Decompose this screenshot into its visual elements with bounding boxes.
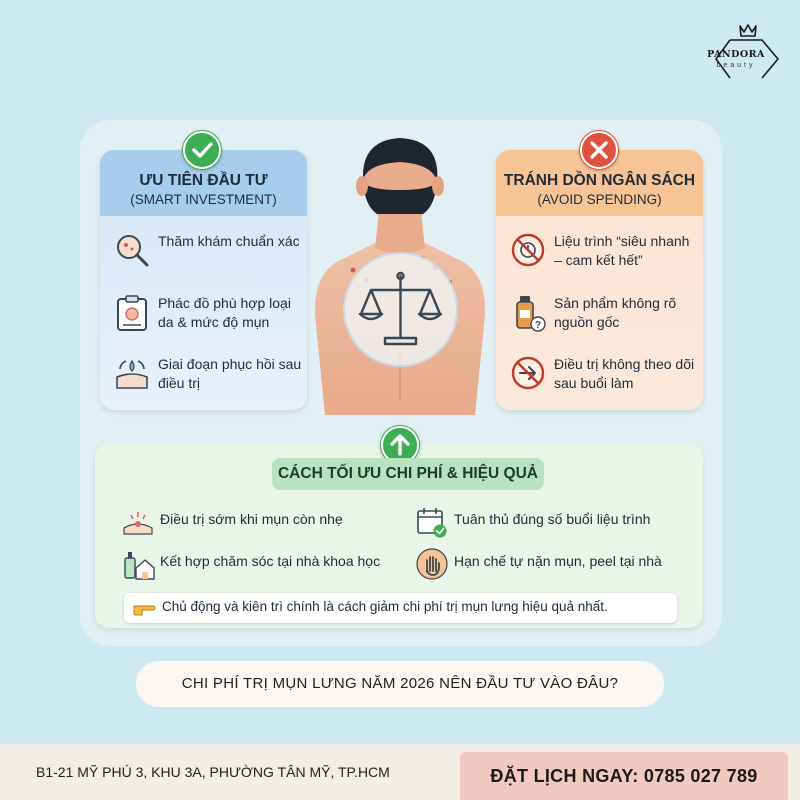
item-text: Hạn chế tự nặn mụn, peel tại nhà	[454, 553, 662, 569]
list-item: Điều trị không theo dõi sau buổi làm	[510, 355, 695, 405]
brand-logo: PANDORA beauty	[700, 22, 784, 80]
list-item: ? Sản phẩm không rõ nguồn gốc	[510, 294, 695, 344]
list-item: Thăm khám chuẩn xác	[114, 232, 300, 282]
item-text: Giai đoạn phục hồi sau điều trị	[158, 356, 302, 391]
early-acne-icon	[123, 512, 153, 535]
list-item: Giai đoạn phục hồi sau điều trị	[114, 355, 301, 405]
book-now-button[interactable]: ĐẶT LỊCH NGAY: 0785 027 789	[460, 752, 788, 800]
home-care-icon	[124, 552, 155, 580]
panel-title: ƯU TIÊN ĐẦU TƯ	[139, 172, 268, 189]
avoid-spending-panel: TRÁNH DỒN NGÂN SÁCH (AVOID SPENDING) Liệ…	[496, 150, 703, 410]
item-text: Sản phẩm không rõ nguồn gốc	[554, 295, 677, 330]
checkmark-icon	[183, 131, 221, 169]
address-text: B1-21 MỸ PHÚ 3, KHU 3A, PHƯỜNG TÂN MỸ, T…	[36, 764, 390, 780]
tip-text: Chủ động và kiên trì chính là cách giảm …	[162, 599, 608, 614]
item-text: Kết hợp chăm sóc tại nhà khoa học	[160, 553, 381, 569]
magnifier-skin-icon	[117, 235, 149, 267]
crown-diamond-icon	[715, 24, 780, 79]
item-text: Liệu trình “siêu nhanh – cam kết hết”	[554, 233, 690, 268]
no-fast-clock-icon	[511, 233, 545, 267]
cross-badge	[579, 130, 619, 170]
list-item: Điều trị sớm khi mụn còn nhẹ	[122, 506, 402, 536]
brand-tagline: beauty	[716, 62, 756, 69]
balance-scale-icon	[358, 271, 443, 346]
list-item: Tuân thủ đúng số buổi liệu trình	[416, 506, 696, 538]
item-text: Tuân thủ đúng số buổi liệu trình	[454, 511, 651, 527]
smart-investment-panel: ƯU TIÊN ĐẦU TƯ (SMART INVESTMENT) Thăm k…	[100, 150, 307, 410]
calendar-check-icon	[417, 508, 447, 538]
skin-recovery-icon	[116, 359, 148, 389]
list-item: Hạn chế tự nặn mụn, peel tại nhà	[416, 548, 706, 580]
list-item: Kết hợp chăm sóc tại nhà khoa học	[122, 548, 412, 580]
optimize-title: CÁCH TỐI ƯU CHI PHÍ & HIỆU QUẢ	[272, 458, 544, 490]
pointing-hand-icon	[133, 605, 156, 616]
page-title: CHI PHÍ TRỊ MỤN LƯNG NĂM 2026 NÊN ĐẦU TƯ…	[136, 661, 664, 707]
arrow-up-icon	[381, 426, 419, 464]
scale-circle	[343, 252, 458, 367]
panel-subtitle: (AVOID SPENDING)	[537, 192, 662, 207]
cross-icon	[580, 131, 618, 169]
item-text: Điều trị không theo dõi sau buổi làm	[554, 356, 695, 391]
tip-box: Chủ động và kiên trì chính là cách giảm …	[124, 593, 677, 623]
check-badge	[182, 130, 222, 170]
brand-name: PANDORA	[707, 49, 765, 60]
list-item: Phác đồ phù hợp loại da & mức độ mụn	[114, 294, 299, 344]
item-text: Thăm khám chuẩn xác	[158, 233, 300, 249]
svg-text:?: ?	[535, 320, 541, 331]
stop-hand-icon	[416, 548, 448, 580]
unknown-bottle-icon: ?	[516, 296, 546, 332]
item-text: Phác đồ phù hợp loại da & mức độ mụn	[158, 295, 291, 330]
no-follow-up-icon	[511, 356, 545, 390]
panel-title: TRÁNH DỒN NGÂN SÁCH	[503, 172, 696, 189]
list-item: Liệu trình “siêu nhanh – cam kết hết”	[510, 232, 695, 282]
clipboard-plan-icon	[117, 295, 147, 331]
panel-subtitle: (SMART INVESTMENT)	[130, 192, 277, 207]
item-text: Điều trị sớm khi mụn còn nhẹ	[160, 511, 343, 527]
